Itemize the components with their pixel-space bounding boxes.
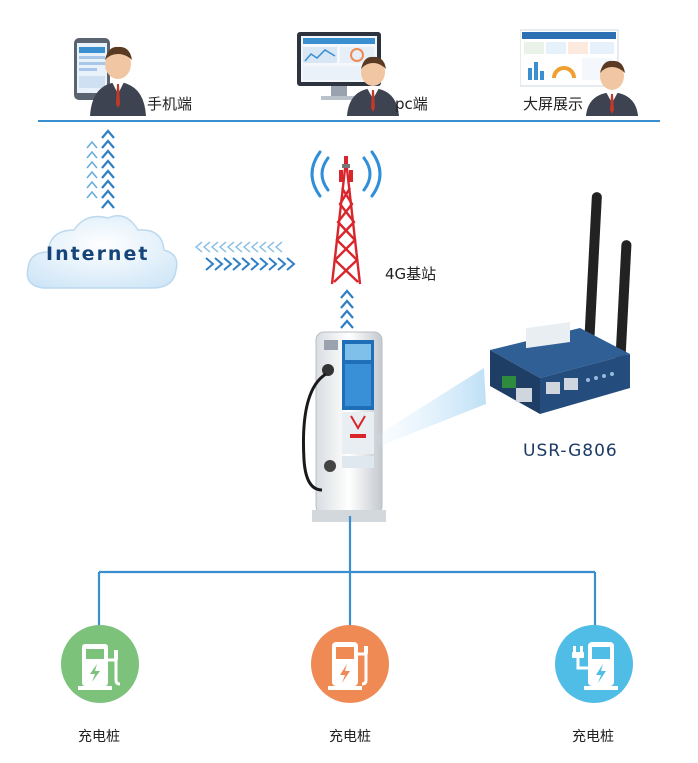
bigscreen-client <box>519 28 650 116</box>
charger-label-2: 充电桩 <box>329 729 371 745</box>
base-station-label: 4G基站 <box>385 265 437 283</box>
cloud-tower-arrows <box>194 241 296 271</box>
base-station-tower-icon <box>310 150 382 285</box>
top-divider <box>38 120 660 122</box>
pc-client <box>295 28 415 116</box>
cloud-up-arrows <box>86 129 115 209</box>
pc-label: pc端 <box>395 95 428 113</box>
device-model-label: USR-G806 <box>523 441 618 461</box>
bigscreen-person-illustration <box>519 29 638 116</box>
mobile-person-illustration <box>74 38 146 116</box>
router-device-illustration <box>490 192 632 414</box>
internet-label: Internet <box>46 243 150 265</box>
pc-person-illustration <box>297 32 399 116</box>
charger-label-3: 充电桩 <box>572 729 614 745</box>
connection-beam <box>376 368 486 446</box>
internet-cloud-icon <box>26 215 178 289</box>
charger-label-1: 充电桩 <box>78 729 120 745</box>
charger-station-icon-3 <box>555 625 633 703</box>
mobile-client <box>60 32 210 116</box>
charger-station-icon-2 <box>311 625 389 703</box>
mobile-label: 手机端 <box>147 95 193 113</box>
tower-charger-arrows <box>340 289 354 329</box>
charger-station-icon-1 <box>61 625 139 703</box>
bigscreen-label: 大屏展示 <box>523 95 584 113</box>
